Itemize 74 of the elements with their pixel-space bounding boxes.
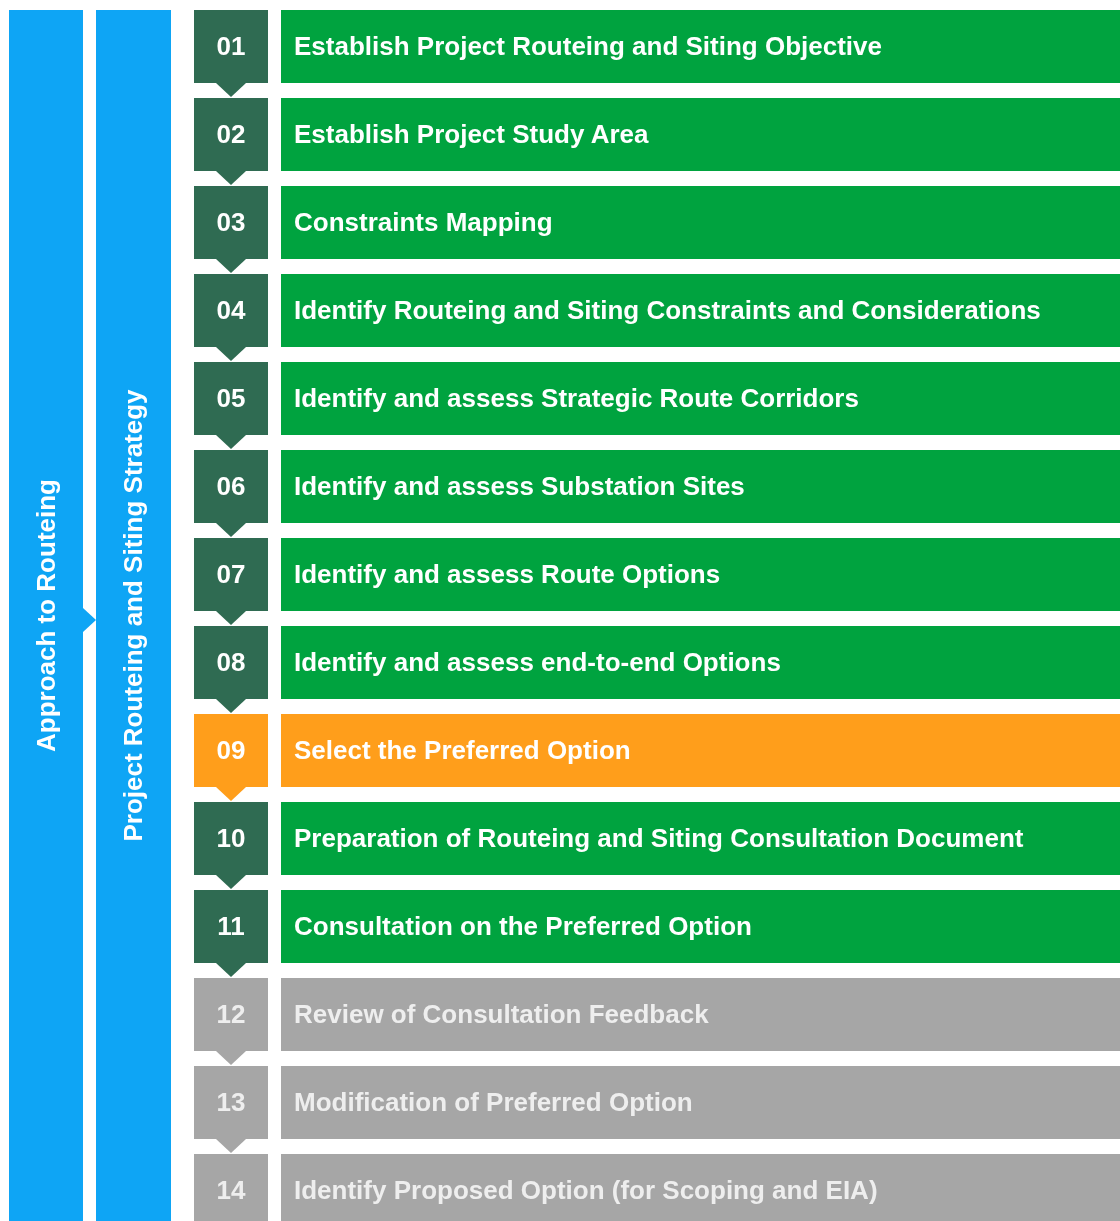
step-number: 02 (216, 118, 246, 151)
chevron-arrow (216, 435, 246, 449)
step-box (281, 450, 1120, 523)
step-box (281, 978, 1120, 1051)
step-label: Select the Preferred Option (294, 734, 631, 767)
step-number: 05 (216, 382, 246, 415)
step-number: 07 (216, 558, 246, 591)
step-box (281, 1066, 1120, 1139)
step-number: 01 (216, 30, 246, 63)
chevron-arrow (216, 963, 246, 977)
step-label: Identify and assess Strategic Route Corridors (294, 382, 859, 415)
chevron-arrow (216, 1139, 246, 1153)
step-label: Preparation of Routeing and Siting Consultation Document (294, 822, 1024, 855)
step-label: Identify and assess end-to-end Options (294, 646, 781, 679)
step-number-box (194, 450, 268, 523)
step-label: Establish Project Study Area (294, 118, 649, 151)
step-number: 03 (216, 206, 246, 239)
step-number: 09 (216, 734, 246, 767)
chevron-arrow (216, 83, 246, 97)
step-box (281, 714, 1120, 787)
step-label: Modification of Preferred Option (294, 1086, 693, 1119)
step-number-box (194, 186, 268, 259)
step-number-box (194, 978, 268, 1051)
step-label: Constraints Mapping (294, 206, 553, 239)
chevron-arrow (83, 608, 96, 632)
chevron-arrow (216, 787, 246, 801)
step-label: Establish Project Routeing and Siting Objective (294, 30, 882, 63)
step-number: 12 (216, 998, 246, 1031)
stage-label: Approach to Routeing (29, 479, 62, 752)
chevron-arrow (216, 347, 246, 361)
chevron-arrow (216, 611, 246, 625)
step-label: Identify and assess Substation Sites (294, 470, 745, 503)
step-number: 04 (216, 294, 246, 327)
step-box (281, 626, 1120, 699)
stage-bar (9, 10, 83, 1221)
step-number-box (194, 1154, 268, 1221)
step-box (281, 802, 1120, 875)
step-box (281, 1154, 1120, 1221)
step-label: Identify and assess Route Options (294, 558, 721, 591)
step-number-box (194, 362, 268, 435)
step-label: Identify Routeing and Siting Constraints and Considerations (294, 294, 1041, 327)
step-number-box (194, 714, 268, 787)
step-box (281, 98, 1120, 171)
stage-label: Project Routeing and Siting Strategy (117, 389, 149, 842)
step-number-box (194, 98, 268, 171)
step-label: Consultation on the Preferred Option (294, 910, 752, 943)
step-number-box (194, 538, 268, 611)
step-number-box (194, 890, 268, 963)
step-number-box (194, 10, 268, 83)
step-label: Review of Consultation Feedback (294, 998, 709, 1031)
chevron-arrow (216, 523, 246, 537)
step-box (281, 538, 1120, 611)
chevron-arrow (216, 875, 246, 889)
chevron-arrow (216, 1051, 246, 1065)
step-label: Identify Proposed Option (for Scoping and EIA) (294, 1174, 878, 1207)
step-box (281, 274, 1120, 347)
step-number-box (194, 802, 268, 875)
step-number: 10 (216, 822, 246, 855)
step-number: 06 (216, 470, 246, 503)
step-number-box (194, 1066, 268, 1139)
step-number-box (194, 274, 268, 347)
step-box (281, 362, 1120, 435)
step-box (281, 890, 1120, 963)
chevron-arrow (216, 699, 246, 713)
chevron-arrow (216, 259, 246, 273)
step-number: 11 (217, 910, 245, 943)
step-box (281, 10, 1120, 83)
chevron-arrow (216, 171, 246, 185)
step-number: 08 (216, 646, 246, 679)
step-number: 13 (216, 1086, 246, 1119)
step-box (281, 186, 1120, 259)
stage-bar (96, 10, 171, 1221)
step-number: 14 (216, 1174, 246, 1207)
step-number-box (194, 626, 268, 699)
